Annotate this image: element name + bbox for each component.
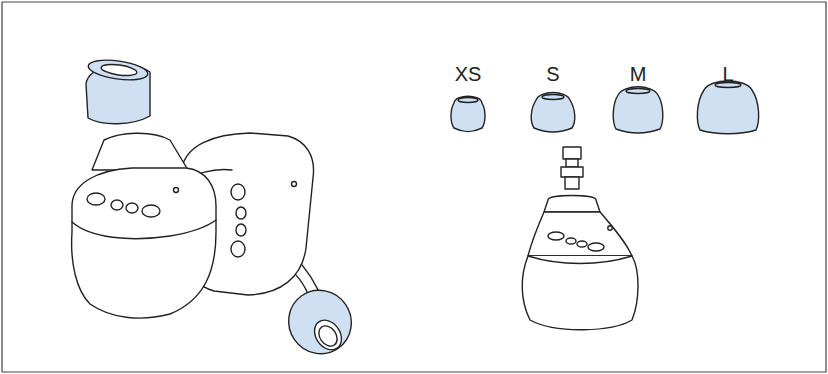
ear-tips xyxy=(451,81,759,134)
size-label: S xyxy=(546,64,559,84)
earbud-left xyxy=(72,57,216,318)
earbud-no-tip xyxy=(522,147,638,330)
size-label: XS xyxy=(455,64,482,84)
size-label: M xyxy=(630,64,647,84)
size-label: L xyxy=(722,64,733,84)
